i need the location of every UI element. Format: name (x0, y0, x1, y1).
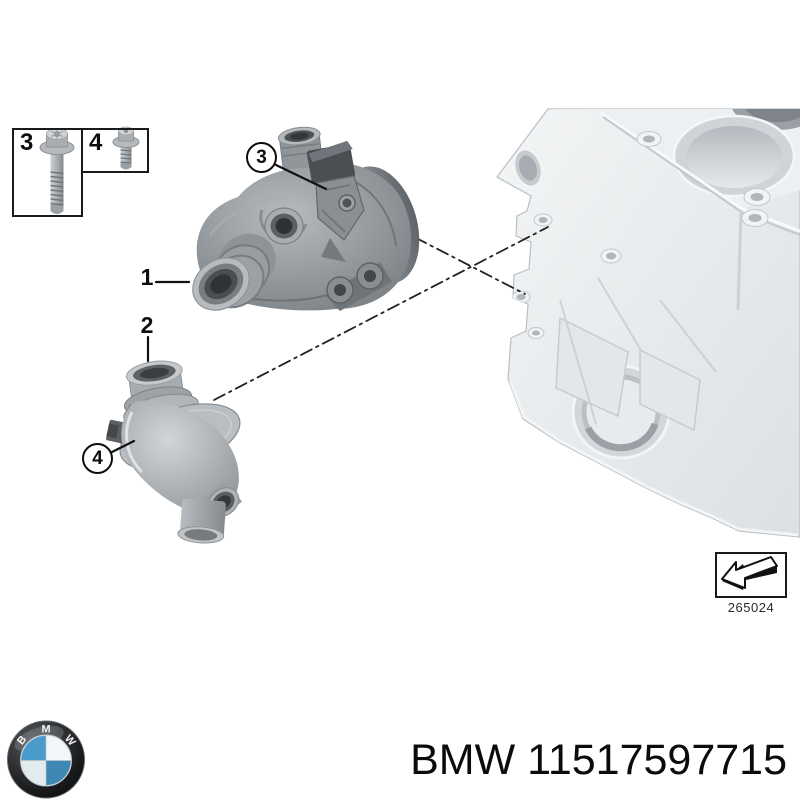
fastener-box-3: 3 (12, 128, 83, 217)
engine-block-illustration (496, 108, 800, 538)
fastener-box-4-label[interactable]: 4 (89, 129, 103, 156)
fastener-box-3-label[interactable]: 3 (20, 129, 34, 156)
next-view-code: 265024 (727, 600, 775, 615)
thermostat-illustration (106, 360, 242, 544)
long-bolt-illustration (39, 128, 75, 214)
short-bolt-illustration (112, 126, 140, 170)
callout-4-label: 4 (92, 447, 103, 469)
callout-2[interactable]: 2 (140, 312, 154, 338)
guide-line-thermostat-to-block (213, 226, 549, 401)
callout-3-circle[interactable]: 3 (246, 142, 277, 173)
leader-line-3 (274, 163, 328, 191)
fastener-box-4: 4 (81, 128, 149, 173)
leader-line-4 (110, 439, 136, 454)
callout-1[interactable]: 1 (140, 264, 154, 290)
direction-arrow-icon (721, 556, 778, 590)
callout-4-circle[interactable]: 4 (82, 443, 113, 474)
logo-letter-m: M (41, 723, 50, 735)
next-view-box[interactable] (715, 552, 787, 598)
water-pump-illustration (192, 126, 420, 311)
part-number-text: BMW 11517597715 (410, 736, 787, 784)
bmw-roundel-logo: B M W (5, 719, 87, 800)
callout-3-label: 3 (256, 146, 267, 168)
callout-leader-lines (110, 163, 328, 454)
